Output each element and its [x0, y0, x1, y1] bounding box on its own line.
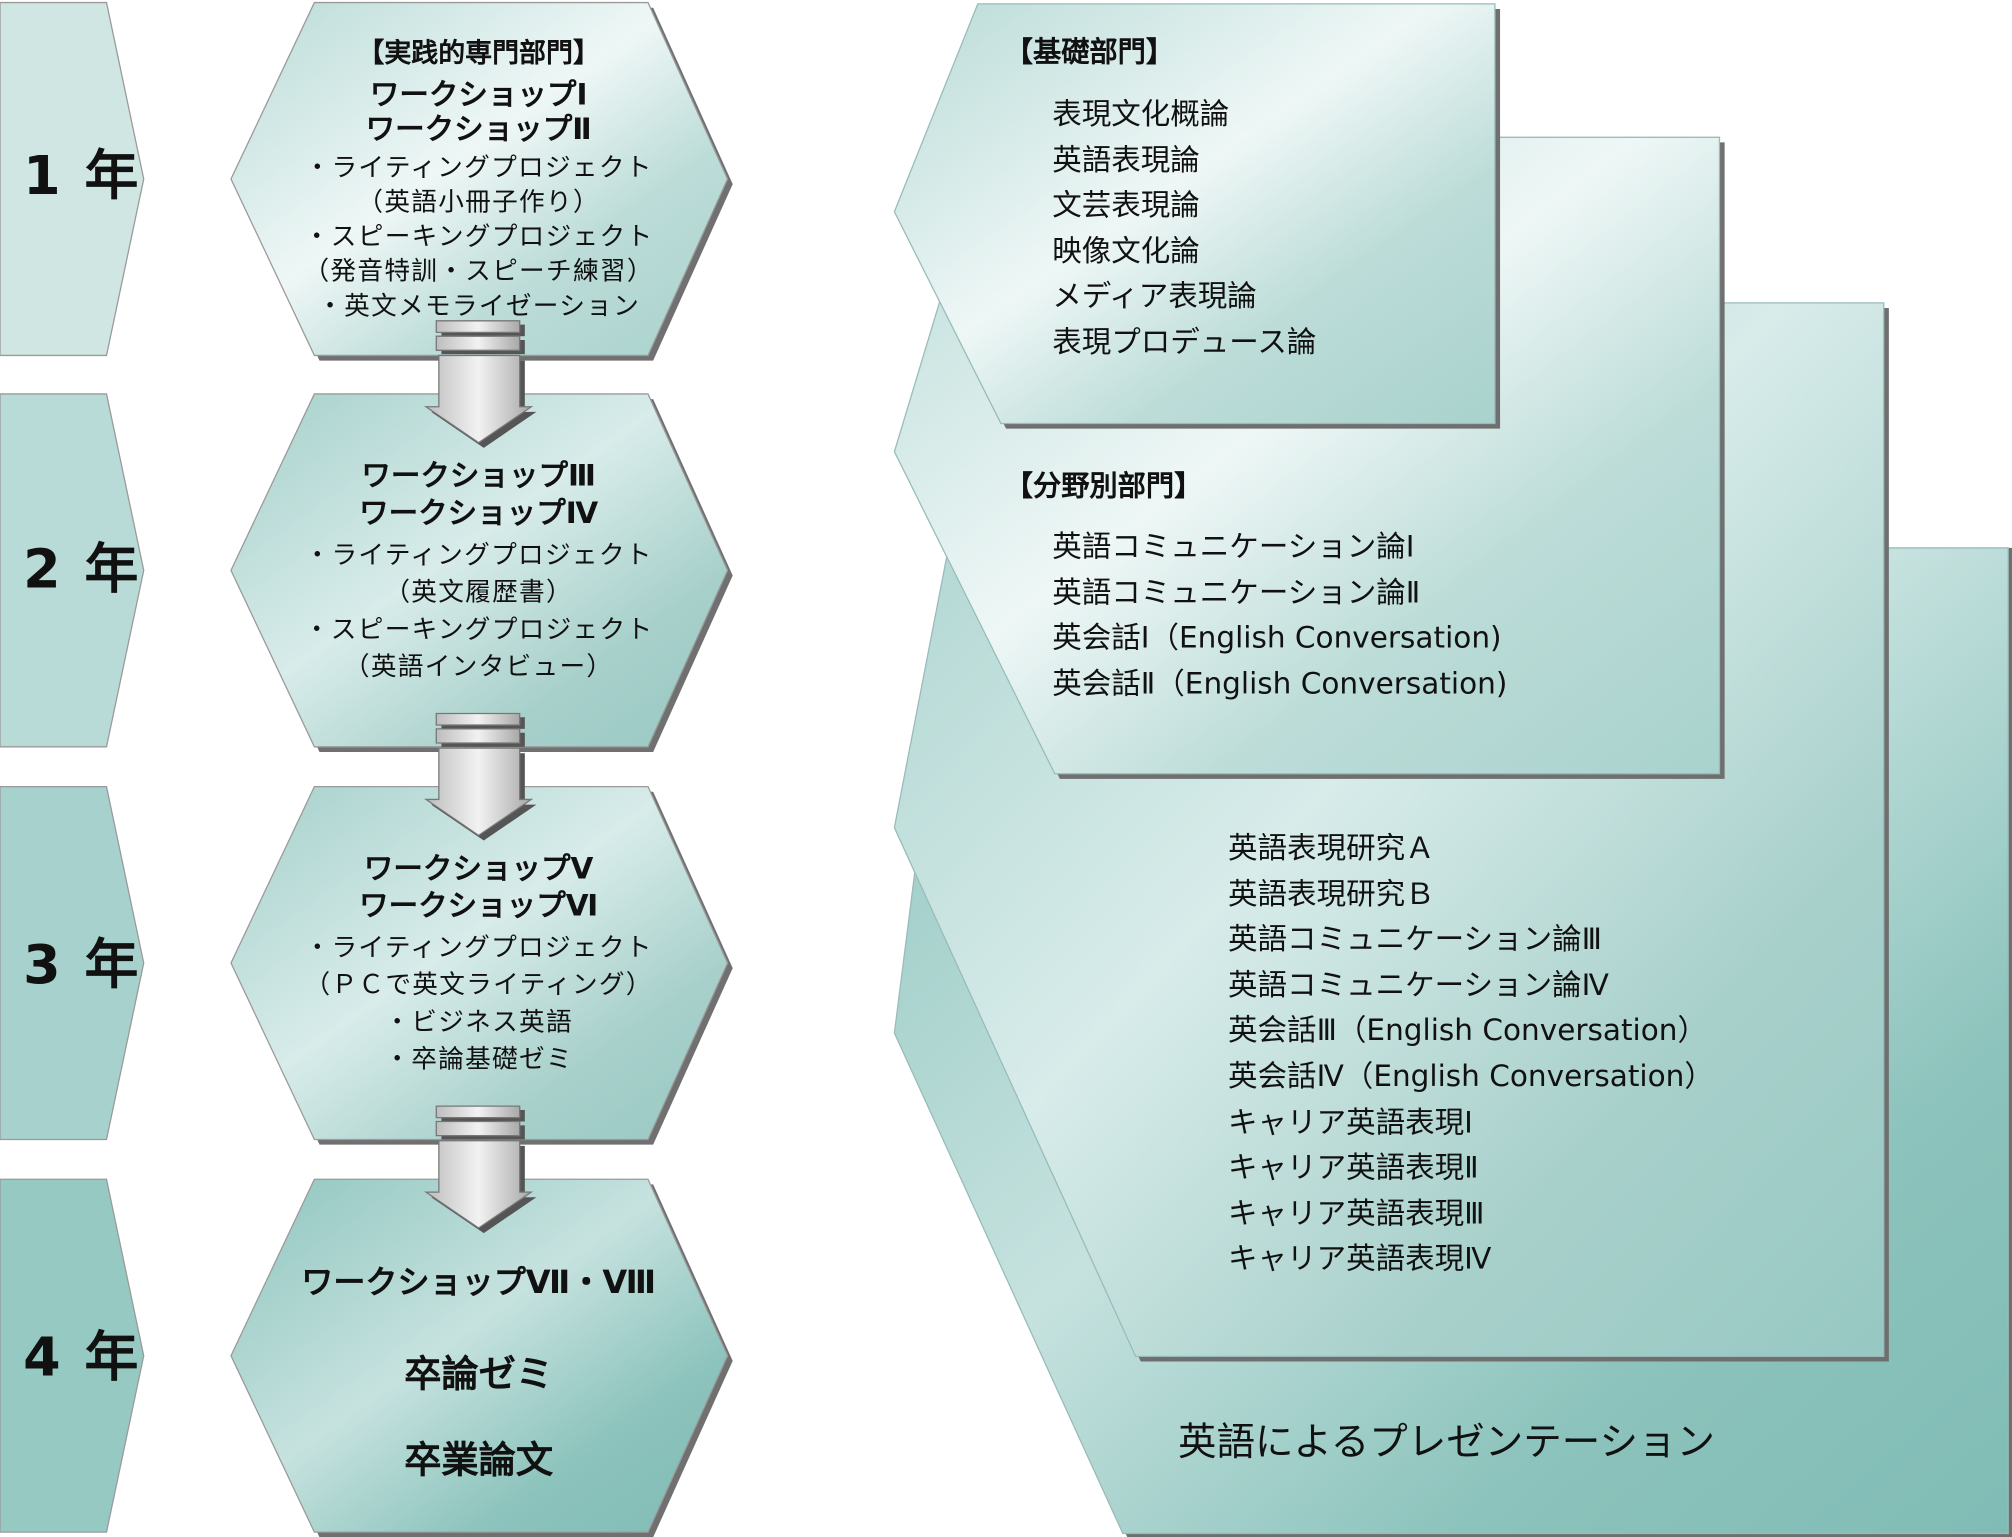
workshop-item: ワークショップⅤ: [363, 852, 594, 887]
arrow-body: [423, 1140, 534, 1229]
workshop-item: ワークショップⅥ: [359, 889, 599, 924]
advanced-course-item: キャリア英語表現Ⅰ: [1228, 1106, 1473, 1140]
advanced-course-item: 英会話Ⅳ（English Conversation）: [1228, 1060, 1714, 1094]
basic-section-header: 【基礎部門】: [1004, 37, 1175, 70]
arrow-bar: [435, 320, 521, 333]
arrow-bar: [435, 335, 521, 351]
year-tag: [0, 785, 145, 1141]
down-arrow-icon: [423, 712, 537, 841]
advanced-course-item: 英語表現研究Ａ: [1228, 832, 1435, 866]
arrow-bar: [435, 1120, 521, 1137]
advanced-course-item: キャリア英語表現Ⅲ: [1228, 1197, 1485, 1231]
workshop-item: ワークショップⅡ: [365, 113, 592, 147]
graduation-thesis: 卒業論文: [404, 1437, 554, 1482]
year-label-2: 2 年: [23, 537, 141, 601]
year-tag: [0, 1, 145, 357]
advanced-course-item: 英語コミュニケーション論Ⅲ: [1228, 923, 1602, 957]
down-arrow-icon: [423, 320, 537, 448]
down-arrow-icon: [423, 1105, 537, 1234]
activity-line: ・スピーキングプロジェクト: [303, 613, 654, 645]
year-label-4: 4 年: [23, 1325, 141, 1389]
year-course-hexagon: [230, 393, 729, 748]
arrow-bar: [435, 1105, 521, 1119]
thesis-seminar: 卒論ゼミ: [404, 1351, 554, 1396]
presentation-label: 英語によるプレゼンテーション: [1177, 1420, 1715, 1466]
advanced-course-item: キャリア英語表現Ⅱ: [1228, 1151, 1479, 1186]
basic-course-item: メディア表現論: [1052, 280, 1257, 315]
advanced-course-item: 英語コミュニケーション論Ⅳ: [1228, 969, 1609, 1003]
basic-course-item: 文芸表現論: [1052, 189, 1200, 223]
arrow-body: [423, 747, 534, 837]
advanced-course-item: 英会話Ⅲ（English Conversation）: [1228, 1014, 1708, 1049]
basic-course-item: 英語表現論: [1052, 143, 1200, 178]
year-course-hexagon: [230, 1178, 729, 1533]
activity-line: （英語インタビュー）: [343, 650, 614, 682]
activity-line: （英文履歴書）: [384, 576, 573, 607]
year-course-hexagon: [230, 785, 729, 1141]
advanced-course-item: キャリア英語表現Ⅳ: [1228, 1243, 1492, 1277]
activity-line: ・英文メモライゼーション: [317, 290, 641, 321]
activity-line: （発音特訓・スピーチ練習）: [303, 255, 654, 287]
workshop-item: ワークショップⅢ: [361, 460, 596, 494]
field-course-item: 英会話Ⅱ（English Conversation): [1052, 667, 1508, 702]
arrow-body: [423, 354, 534, 444]
workshop-item: ワークショップⅠ: [369, 78, 588, 113]
activity-line: ・ライティングプロジェクト: [304, 538, 653, 570]
field-course-item: 英語コミュニケーション論Ⅱ: [1052, 576, 1421, 610]
activity-line: ・ライティングプロジェクト: [304, 151, 653, 183]
activity-line: ・ライティングプロジェクト: [304, 931, 653, 963]
arrow-bar: [435, 712, 521, 726]
year-label-1: 1 年: [23, 143, 141, 207]
arrow-bar: [435, 728, 521, 744]
workshop-item: ワークショップⅦ・Ⅷ: [301, 1263, 657, 1301]
basic-course-item: 表現文化概論: [1052, 98, 1230, 132]
field-course-item: 英語コミュニケーション論Ⅰ: [1052, 530, 1415, 564]
field-course-item: 英会話Ⅰ（English Conversation): [1052, 621, 1502, 656]
practical-section-header: 【実践的専門部門】: [357, 37, 600, 69]
basic-course-item: 表現プロデュース論: [1052, 326, 1317, 360]
activity-line: ・スピーキングプロジェクト: [303, 220, 654, 252]
activity-line: ・卒論基礎ゼミ: [384, 1043, 573, 1075]
activity-line: ・ビジネス英語: [384, 1006, 573, 1037]
year-tag: [0, 393, 145, 748]
basic-course-item: 映像文化論: [1052, 235, 1200, 269]
advanced-course-item: 英語表現研究Ｂ: [1228, 877, 1435, 912]
field-section-header: 【分野別部門】: [1004, 470, 1203, 504]
basic-box: [893, 3, 1501, 429]
year-course-hexagon: [230, 1, 729, 357]
year-tag: [0, 1178, 145, 1533]
activity-line: （ＰＣで英文ライティング）: [304, 968, 653, 1000]
activity-line: （英語小冊子作り）: [357, 186, 600, 217]
workshop-item: ワークショップⅣ: [359, 497, 599, 531]
year-label-3: 3 年: [23, 932, 141, 996]
